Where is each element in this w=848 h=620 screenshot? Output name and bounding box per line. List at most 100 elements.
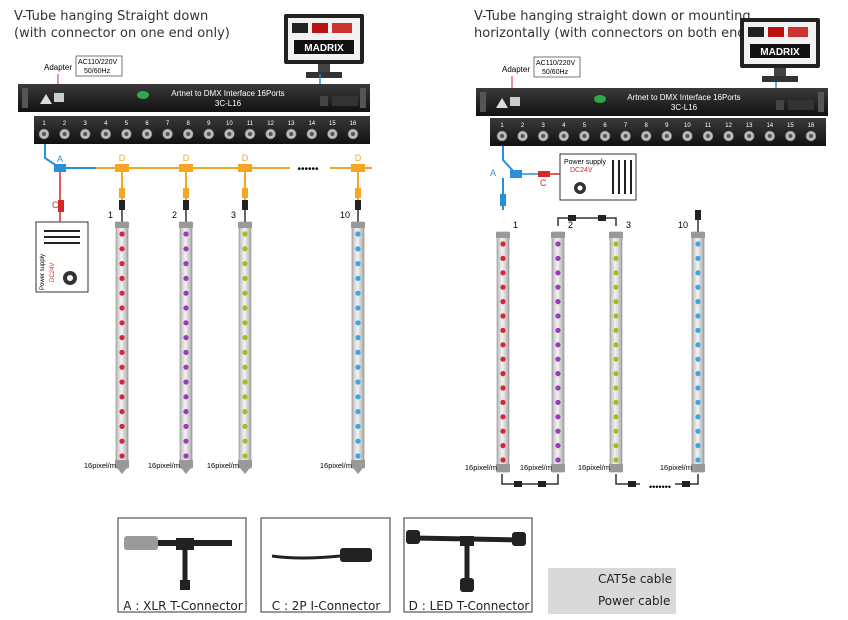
right-tube-pixel [500, 428, 506, 434]
left-tube-pixel [242, 231, 248, 237]
left-tube-cap-bottom [238, 460, 252, 468]
left-ps-label: Power supply [40, 254, 46, 290]
right-tube-cap-top [609, 232, 623, 238]
right-ps-label: Power supply [564, 159, 607, 166]
caption-2p-i-connector: C : 2P I-Connector [271, 599, 381, 613]
left-port-label: 7 [166, 121, 170, 127]
right-tube-pixel [613, 241, 619, 247]
left-tube-pixel [355, 379, 361, 385]
right-tube-density: 16pixel/m [520, 463, 552, 472]
right-tube-pixel [613, 457, 619, 463]
left-xlr-port-center [42, 132, 46, 136]
right-tube-number: 10 [678, 220, 688, 230]
right-tube-pixel [695, 385, 701, 391]
right-tube-pixel [555, 457, 561, 463]
right-tube-pixel [500, 457, 506, 463]
left-rack: Artnet to DMX Interface 16Ports 3C-L16 [18, 84, 370, 112]
right-ac-line1: AC110/220V [536, 60, 576, 67]
left-monitor: MADRIX [284, 14, 364, 78]
left-xlr-port-center [124, 132, 129, 136]
right-tube-pixel [613, 371, 619, 377]
left-tube-number: 3 [231, 210, 236, 220]
right-tube-pixel [555, 342, 561, 348]
photo-2p-i-connector [260, 517, 391, 613]
caption-xlr-t-connector: A : XLR T-Connector [123, 599, 243, 613]
right-title: V-Tube hanging straight down or mounting… [474, 9, 758, 41]
left-xlr-port-center [227, 132, 232, 136]
right-tube-pixel [555, 313, 561, 319]
right-tube-pixel [613, 399, 619, 405]
right-tube-top-connector [695, 210, 701, 220]
right-port-label: 7 [624, 123, 628, 129]
left-port-label: 11 [247, 121, 254, 127]
right-tube-pixel [613, 270, 619, 276]
left-tube-pixel [119, 305, 125, 311]
right-power-supply: Power supply DC24V [559, 153, 637, 201]
right-xlr-port-center [767, 134, 772, 138]
right-port-label: 3 [542, 123, 546, 129]
left-ac-line1: AC110/220V [78, 59, 118, 66]
left-power-supply: Power supply DC24V [35, 221, 89, 293]
right-xlr-port-center [520, 134, 525, 138]
caption-led-t-connector: D : LED T-Connector [408, 599, 530, 613]
right-rack: Artnet to DMX Interface 16Ports 3C-L16 [476, 88, 828, 116]
right-tube-pixel [695, 327, 701, 333]
right-port-label: 2 [521, 123, 525, 129]
left-port-label: 13 [288, 121, 295, 127]
left-port-label: 9 [207, 121, 211, 127]
left-d-connector-plug [119, 188, 125, 198]
left-xlr-port-center [145, 132, 149, 136]
left-tube-pixel [355, 305, 361, 311]
right-tube-pixel [555, 241, 561, 247]
left-title: V-Tube hanging Straight down (with conne… [14, 9, 230, 41]
left-d-connector-body [238, 164, 252, 172]
left-port-label: 16 [350, 121, 357, 127]
left-tube-pixel [119, 246, 125, 252]
left-tube-pixel [355, 409, 361, 415]
right-xlr-port-center [726, 134, 731, 138]
left-tube-pixel [242, 320, 248, 326]
right-tube-pixel [555, 399, 561, 405]
left-tube-pixel [183, 364, 189, 370]
right-adapter-label: Adapter [502, 65, 530, 74]
left-port-label: 1 [42, 121, 46, 127]
right-tube-pixel [613, 428, 619, 434]
right-monitor-brand: MADRIX [760, 47, 800, 58]
right-tube-pixel [555, 385, 561, 391]
right-port-label: 15 [787, 123, 794, 129]
left-tube-pixel [119, 423, 125, 429]
left-tube-top-connector [242, 200, 248, 210]
right-xlr-port-center [541, 134, 546, 138]
right-tube-pixel [500, 299, 506, 305]
left-xlr-port-center [330, 132, 335, 136]
right-tube-pixel [613, 299, 619, 305]
left-tube-pixel [355, 290, 361, 296]
left-tube-pixel [119, 379, 125, 385]
right-connector-a: A [490, 168, 496, 178]
left-tube-top-connector [355, 200, 361, 210]
left-tube-density: 16pixel/m [84, 461, 116, 470]
left-tube-pixel [242, 453, 248, 459]
right-tube-pixel [695, 443, 701, 449]
left-tube-pixel [183, 394, 189, 400]
left-tube-cap-bottom [179, 460, 193, 468]
right-xlr-port-center [500, 134, 504, 138]
left-tube-pixel [183, 275, 189, 281]
left-tube-pixel [355, 261, 361, 267]
left-tube-pixel [355, 394, 361, 400]
left-tube-pixel [183, 290, 189, 296]
right-tube-pixel [613, 255, 619, 261]
right-tube-pixel [613, 356, 619, 362]
left-tube-density: 16pixel/m [207, 461, 239, 470]
right-tube-cap-bottom [551, 464, 565, 472]
left-port-label: 5 [125, 121, 129, 127]
left-tube-pixel [242, 275, 248, 281]
left-d-connector-label: D [119, 153, 126, 163]
left-xlr-port-center [103, 132, 108, 136]
left-tube-pixel [183, 335, 189, 341]
left-port-label: 6 [145, 121, 149, 127]
left-tube-number: 2 [172, 210, 177, 220]
left-dots: •••••• [297, 164, 319, 175]
